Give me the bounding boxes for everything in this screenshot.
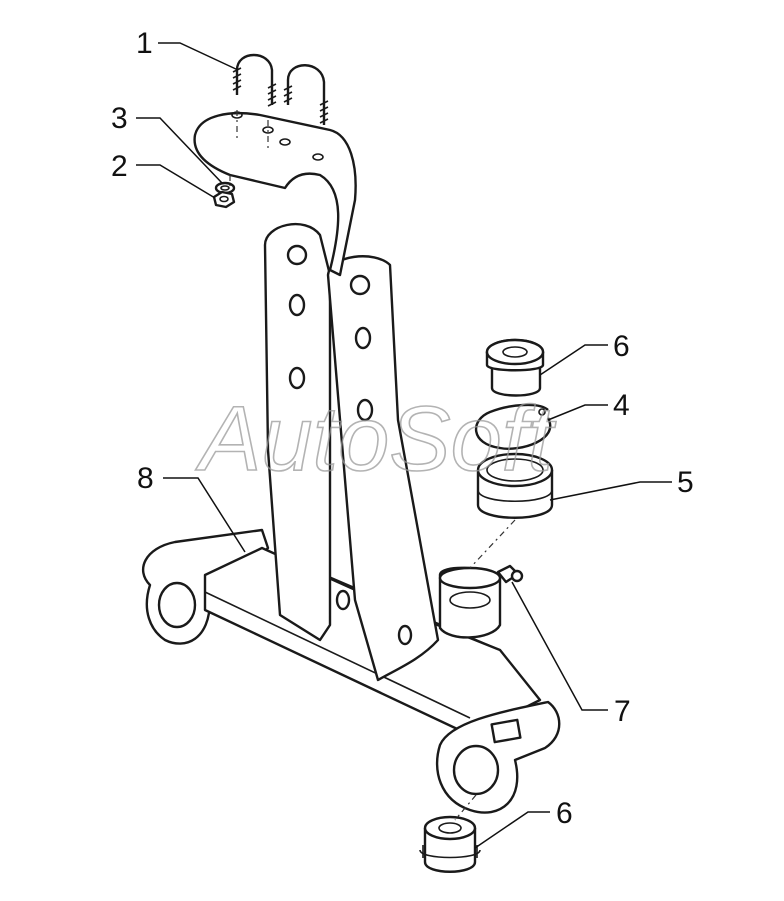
assembly-axis-upper — [229, 110, 269, 186]
callout-4: 4 — [613, 389, 630, 422]
callout-1: 1 — [136, 27, 153, 60]
bushing-lower — [419, 815, 481, 873]
leader-lines — [136, 42, 672, 849]
assembly-axis-lower — [454, 794, 477, 821]
callout-6-upper: 6 — [613, 330, 630, 363]
grease-fitting — [496, 564, 524, 584]
u-bolt — [232, 53, 329, 125]
snap-ring — [474, 403, 552, 450]
frame-bracket — [141, 528, 561, 814]
bushing-upper — [485, 338, 545, 397]
callout-7: 7 — [614, 695, 631, 728]
nut — [212, 190, 236, 209]
callout-5: 5 — [677, 466, 694, 499]
watermark: AutoSoft — [195, 388, 556, 490]
bearing — [476, 452, 554, 519]
callout-8: 8 — [137, 462, 154, 495]
assembly-axis-bearing — [469, 519, 516, 569]
side-plate-left — [263, 222, 332, 642]
callout-3: 3 — [111, 102, 128, 135]
saddle-bracket — [193, 111, 357, 277]
callout-6-lower: 6 — [556, 797, 573, 830]
callout-2: 2 — [111, 150, 128, 183]
side-plate-right — [326, 255, 440, 682]
